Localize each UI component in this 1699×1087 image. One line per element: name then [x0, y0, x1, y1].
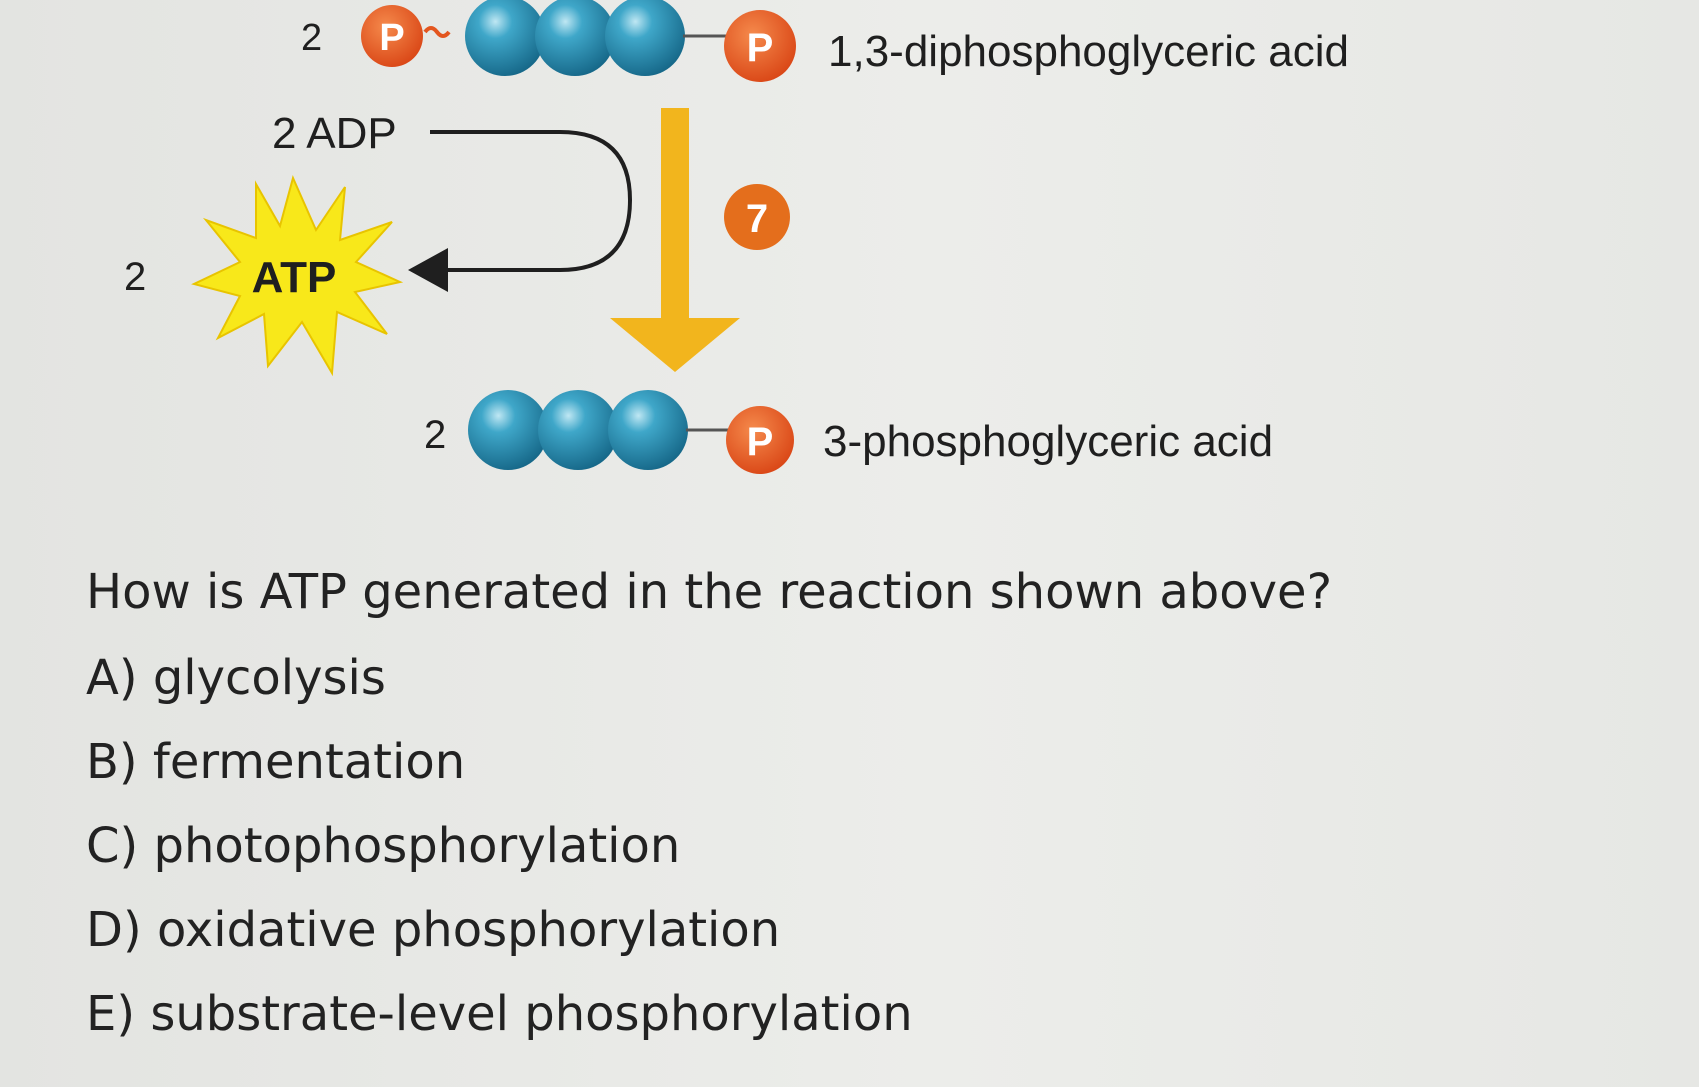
atp-count: 2 [124, 255, 146, 299]
phosphate-left: P [361, 5, 423, 67]
choice-a[interactable]: A) glycolysis [86, 650, 386, 706]
choice-b[interactable]: B) fermentation [86, 734, 466, 790]
carbon-ball [608, 390, 688, 470]
adp-label: 2 ADP [272, 109, 397, 158]
choice-e[interactable]: E) substrate-level phosphorylation [86, 986, 913, 1042]
high-energy-bond-squiggle [423, 26, 451, 38]
bottom-molecule: 2 P 3-phosphoglyceric acid [424, 390, 1273, 474]
question-text: How is ATP generated in the reaction sho… [86, 564, 1333, 620]
step-number: 7 [746, 197, 768, 241]
atp-burst-icon [191, 175, 404, 377]
choice-d[interactable]: D) oxidative phosphorylation [86, 902, 781, 958]
atp-arrowhead [408, 248, 448, 292]
choice-c[interactable]: C) photophosphorylation [86, 818, 681, 874]
atp-label: ATP [252, 253, 337, 302]
bottom-molecule-label: 3-phosphoglyceric acid [823, 417, 1273, 466]
carbon-ball [535, 0, 615, 76]
top-molecule-count: 2 [301, 17, 322, 59]
adp-atp-curved-arrow [430, 130, 633, 272]
question-block: How is ATP generated in the reaction sho… [86, 568, 1646, 1056]
bottom-molecule-count: 2 [424, 413, 446, 457]
top-molecule: 2 P P 1,3-diphosphoglyceric acid [301, 0, 1349, 82]
phosphate-right-label: P [747, 26, 774, 70]
carbon-ball [468, 390, 548, 470]
phosphate-bottom-label: P [747, 420, 774, 464]
carbon-ball [538, 390, 618, 470]
top-molecule-label: 1,3-diphosphoglyceric acid [828, 27, 1349, 76]
phosphate-left-label: P [379, 17, 404, 59]
carbon-ball [605, 0, 685, 76]
step-badge: 7 [724, 184, 790, 250]
reaction-arrow [610, 108, 740, 372]
phosphate-bottom: P [726, 406, 794, 474]
carbon-ball [465, 0, 545, 76]
glycolysis-step-diagram: 2 P P 1,3-diphosphoglyceric acid 2 ADP 2… [124, 0, 1349, 474]
phosphate-right: P [724, 10, 796, 82]
